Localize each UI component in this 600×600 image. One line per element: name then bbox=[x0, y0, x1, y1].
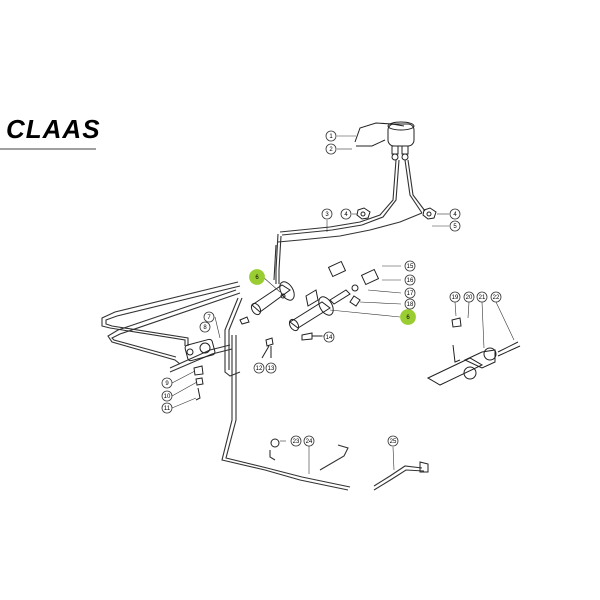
callout-label: 4 bbox=[344, 212, 348, 218]
callout-13[interactable]: 13 bbox=[265, 362, 277, 374]
callout-badge bbox=[290, 435, 302, 447]
callout-21[interactable]: 21 bbox=[476, 291, 488, 303]
callout-label: 12 bbox=[256, 366, 263, 372]
callout-4[interactable]: 4 bbox=[340, 208, 352, 220]
callout-badge bbox=[323, 331, 335, 343]
callout-18[interactable]: 18 bbox=[404, 298, 416, 310]
callout-label: 18 bbox=[407, 302, 414, 308]
callout-badge bbox=[476, 291, 488, 303]
callout-badge bbox=[325, 143, 337, 155]
callout-badge bbox=[387, 435, 399, 447]
callout-label: 1 bbox=[329, 134, 333, 140]
callout-badge bbox=[340, 208, 352, 220]
callout-3[interactable]: 3 bbox=[321, 208, 333, 220]
callout-label: 11 bbox=[164, 406, 171, 412]
callout-label: 8 bbox=[203, 325, 207, 331]
callout-badge bbox=[404, 298, 416, 310]
callout-badge bbox=[449, 220, 461, 232]
callout-9[interactable]: 9 bbox=[161, 377, 173, 389]
callout-19[interactable]: 19 bbox=[449, 291, 461, 303]
callout-11[interactable]: 11 bbox=[161, 402, 173, 414]
callout-16[interactable]: 16 bbox=[404, 274, 416, 286]
callout-label: 19 bbox=[452, 295, 459, 301]
callout-label: 14 bbox=[326, 335, 333, 341]
callout-6[interactable]: 6 bbox=[400, 309, 416, 325]
callout-22[interactable]: 22 bbox=[490, 291, 502, 303]
callout-label: 4 bbox=[453, 212, 457, 218]
callout-17[interactable]: 17 bbox=[404, 287, 416, 299]
callout-8[interactable]: 8 bbox=[199, 321, 211, 333]
callout-label: 20 bbox=[466, 295, 473, 301]
callout-label: 21 bbox=[479, 295, 486, 301]
slave-cylinder-assembly bbox=[426, 301, 521, 386]
logo-text: CLAAS bbox=[6, 114, 101, 144]
callout-badge bbox=[449, 291, 461, 303]
callout-label: 16 bbox=[407, 278, 414, 284]
brake-lines-left bbox=[101, 281, 351, 491]
callout-24[interactable]: 24 bbox=[303, 435, 315, 447]
callout-label: 6 bbox=[406, 315, 410, 321]
callout-badge bbox=[303, 435, 315, 447]
master-cylinders bbox=[250, 260, 402, 332]
nut-parts bbox=[352, 207, 449, 220]
callout-23[interactable]: 23 bbox=[290, 435, 302, 447]
callout-badge bbox=[161, 377, 173, 389]
claas-logo: CLAAS bbox=[0, 114, 101, 150]
callout-badge bbox=[321, 208, 333, 220]
callout-badge bbox=[404, 260, 416, 272]
callout-badge bbox=[400, 309, 416, 325]
feed-hoses bbox=[273, 159, 449, 284]
callout-badge bbox=[253, 362, 265, 374]
callout-label: 13 bbox=[268, 366, 275, 372]
lower-lines bbox=[269, 438, 349, 474]
callout-label: 3 bbox=[325, 212, 329, 218]
callout-label: 23 bbox=[293, 439, 300, 445]
callout-badge bbox=[161, 402, 173, 414]
callout-badge bbox=[325, 130, 337, 142]
callout-badge bbox=[203, 311, 215, 323]
callout-6[interactable]: 6 bbox=[249, 269, 265, 285]
callout-badge bbox=[463, 291, 475, 303]
callout-label: 24 bbox=[306, 439, 313, 445]
callout-badge bbox=[265, 362, 277, 374]
callout-label: 5 bbox=[453, 224, 457, 230]
callout-label: 25 bbox=[390, 439, 397, 445]
callout-badge bbox=[404, 287, 416, 299]
callout-7[interactable]: 7 bbox=[203, 311, 215, 323]
callout-14[interactable]: 14 bbox=[323, 331, 335, 343]
callout-label: 15 bbox=[407, 264, 414, 270]
callout-1[interactable]: 1 bbox=[325, 130, 337, 142]
callout-label: 10 bbox=[164, 394, 171, 400]
callout-25[interactable]: 25 bbox=[387, 435, 399, 447]
callout-badge bbox=[404, 274, 416, 286]
callout-label: 2 bbox=[329, 147, 333, 153]
callout-badge bbox=[449, 208, 461, 220]
callout-12[interactable]: 12 bbox=[253, 362, 265, 374]
callout-label: 17 bbox=[407, 291, 414, 297]
callout-label: 7 bbox=[207, 315, 211, 321]
callout-10[interactable]: 10 bbox=[161, 390, 173, 402]
callout-badge bbox=[161, 390, 173, 402]
callout-20[interactable]: 20 bbox=[463, 291, 475, 303]
callout-15[interactable]: 15 bbox=[404, 260, 416, 272]
callout-2[interactable]: 2 bbox=[325, 143, 337, 155]
callout-label: 22 bbox=[493, 295, 500, 301]
fluid-reservoir bbox=[337, 121, 415, 161]
callout-badge bbox=[199, 321, 211, 333]
valve-block bbox=[171, 316, 221, 409]
callout-5[interactable]: 5 bbox=[449, 220, 461, 232]
callout-label: 6 bbox=[255, 275, 259, 281]
callout-badge bbox=[490, 291, 502, 303]
callout-badge bbox=[249, 269, 265, 285]
bolts bbox=[239, 316, 324, 359]
right-line bbox=[373, 446, 429, 491]
callout-label: 9 bbox=[165, 381, 169, 387]
callout-4[interactable]: 4 bbox=[449, 208, 461, 220]
